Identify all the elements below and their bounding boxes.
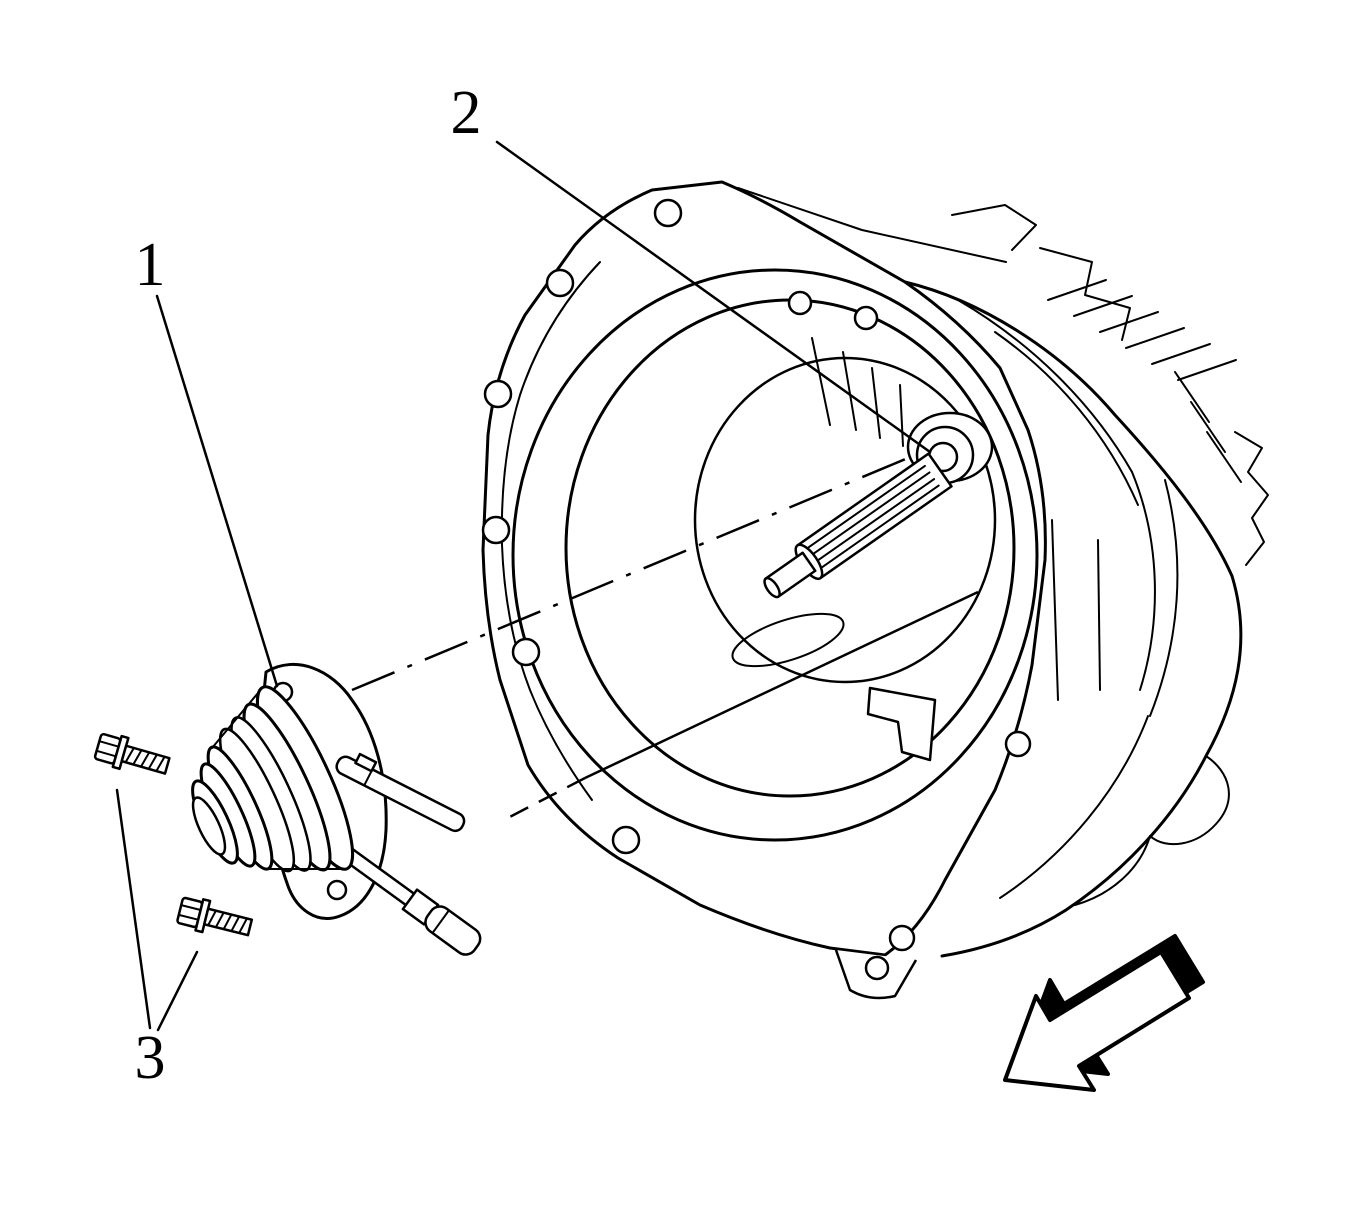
alignment-lines — [351, 456, 979, 824]
callout-2-label: 2 — [451, 79, 482, 147]
cooling-fins-right — [1234, 431, 1269, 566]
slave-flange-hole-lower — [326, 879, 348, 901]
mounting-bolt-upper — [93, 732, 171, 775]
callout-1-label: 1 — [135, 231, 166, 299]
bell-housing — [481, 180, 1047, 1000]
callout-leaders — [115, 140, 932, 1032]
callout-3-leader-b — [156, 950, 199, 1032]
callout-2-leader — [495, 140, 932, 454]
mounting-bolt-lower — [176, 896, 254, 937]
cooling-fins-right-lines — [1174, 371, 1242, 483]
interior-bracket — [866, 686, 937, 762]
bleeder-pipe — [335, 752, 466, 833]
callout-3-label: 3 — [135, 1024, 166, 1092]
direction-arrow-icon — [1003, 934, 1205, 1092]
cooling-fins-top — [1047, 279, 1237, 381]
clutch-fork-opening — [731, 612, 845, 668]
flange-bolt-holes — [481, 198, 1032, 981]
callout-1-leader — [155, 294, 279, 688]
interior-ribs — [811, 337, 904, 447]
callout-3-leader-a — [115, 788, 152, 1030]
hydraulic-connector — [336, 843, 482, 956]
input-shaft — [731, 411, 994, 668]
slave-cylinder — [191, 662, 482, 956]
transmission-body — [737, 187, 1269, 958]
